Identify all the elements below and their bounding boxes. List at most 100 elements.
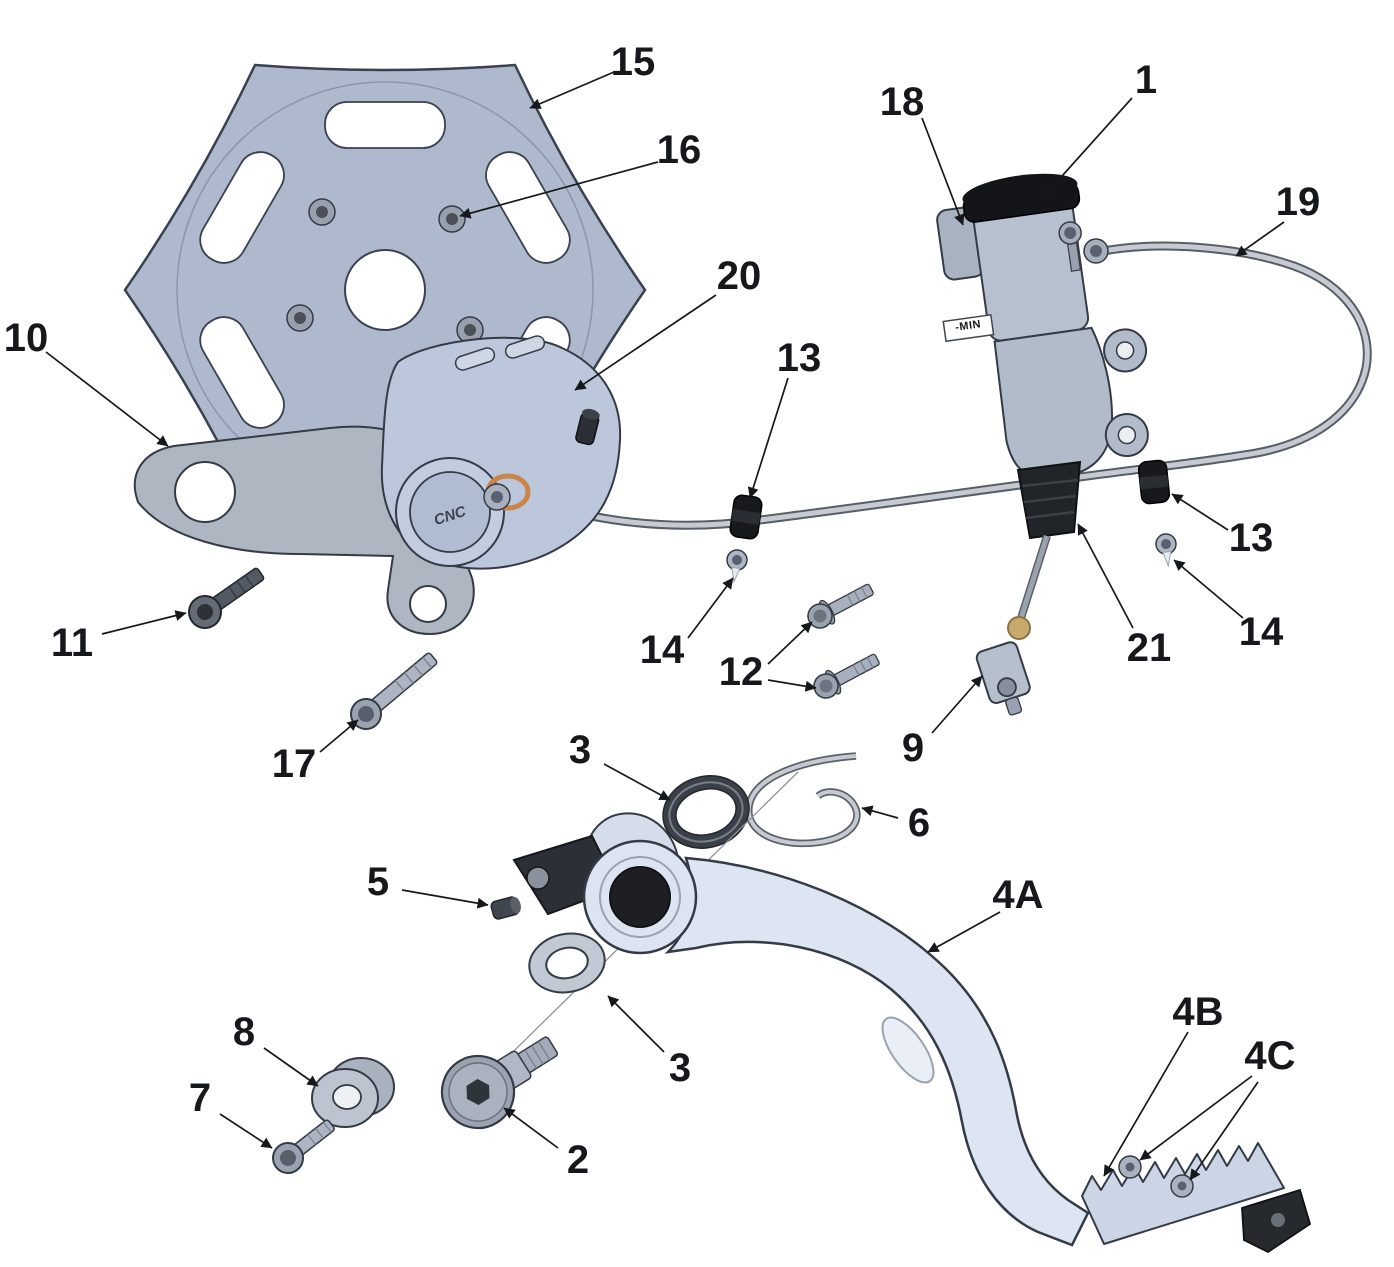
callout-19: 19 [1235, 180, 1321, 257]
callout-20: 20 [574, 254, 762, 391]
callout-label-4B: 4B [1172, 990, 1223, 1034]
master-cylinder-lower-body [993, 326, 1114, 480]
caliper-mount-bolt [188, 567, 265, 629]
pedal-pivot-bore [609, 866, 671, 928]
callout-17: 17 [272, 719, 359, 786]
callout-3-upper: 3 [569, 728, 671, 801]
callout-label-15: 15 [611, 40, 656, 84]
pushrod [1007, 534, 1051, 640]
pedal-tip-end-plate [1241, 1188, 1312, 1254]
callout-21: 21 [1077, 523, 1172, 670]
callout-label-7: 7 [189, 1076, 211, 1120]
callout-11: 11 [51, 610, 187, 665]
callout-14-right: 14 [1173, 559, 1284, 654]
callout-label-3-upper: 3 [569, 728, 591, 772]
callout-label-21: 21 [1127, 626, 1172, 670]
master-cylinder: -MIN [936, 173, 1149, 480]
reservoir-bolt [1058, 221, 1082, 272]
callout-label-14-left: 14 [640, 628, 685, 672]
pivot-bushing [311, 1057, 395, 1128]
callout-label-2: 2 [567, 1138, 589, 1182]
callouts: 15 16 18 1 19 10 20 13 [4, 40, 1321, 1182]
pedal-arm [664, 856, 1090, 1247]
callout-4A: 4A [927, 873, 1044, 953]
clevis [975, 641, 1031, 716]
clamp-screw-right [1154, 532, 1179, 568]
callout-9: 9 [902, 675, 983, 770]
callout-5: 5 [367, 860, 489, 909]
callout-label-1: 1 [1135, 58, 1157, 102]
callout-label-18: 18 [880, 80, 925, 124]
mount-ear-bottom [1104, 413, 1149, 458]
callout-label-6: 6 [908, 801, 930, 845]
disc-center-hole [344, 249, 426, 331]
callout-7: 7 [189, 1076, 273, 1149]
callout-13-right: 13 [1171, 493, 1274, 560]
pivot-washer [528, 932, 606, 994]
bracket-lower-hole [409, 585, 447, 623]
bleed-screw [575, 408, 600, 446]
banjo-fitting-master [1083, 238, 1109, 264]
callout-2: 2 [503, 1107, 589, 1182]
disc-bolt [438, 205, 466, 233]
callout-label-3-lower: 3 [669, 1046, 691, 1090]
callout-label-19: 19 [1276, 180, 1321, 224]
pedal-arm-slot [881, 1016, 935, 1084]
disc-bolt [308, 198, 336, 226]
callout-3-lower: 3 [607, 995, 691, 1090]
callout-8: 8 [233, 1010, 319, 1087]
callout-label-5: 5 [367, 860, 389, 904]
svg-text:-MIN: -MIN [955, 318, 982, 333]
socket-head-bolt-short [272, 1119, 335, 1174]
pivot-bolt [440, 1036, 559, 1130]
min-level-tag: -MIN [942, 313, 995, 343]
callout-label-11: 11 [51, 621, 93, 665]
callout-1: 1 [1044, 58, 1157, 196]
brake-pedal [512, 812, 1312, 1254]
callout-label-4A: 4A [992, 873, 1043, 917]
callout-6: 6 [861, 801, 930, 845]
callout-13-left: 13 [747, 336, 822, 499]
caliper-pad-pin [454, 347, 496, 371]
piston-plug [483, 483, 511, 511]
callout-14-left: 14 [640, 577, 734, 672]
disc-bolt [286, 304, 314, 332]
callout-label-13-right: 13 [1229, 516, 1274, 560]
hose-clamp-right [1137, 458, 1171, 506]
return-spring [745, 752, 861, 848]
mount-ear-top [1103, 328, 1148, 373]
callout-label-20: 20 [717, 254, 762, 298]
callout-label-4C: 4C [1244, 1034, 1295, 1078]
callout-label-14-right: 14 [1239, 610, 1284, 654]
callout-4C: 4C [1139, 1034, 1296, 1181]
callout-10: 10 [4, 316, 169, 447]
adjuster-nut [1007, 616, 1031, 640]
callout-label-8: 8 [233, 1010, 255, 1054]
bracket-axle-hole [174, 461, 236, 523]
callout-label-10: 10 [4, 316, 49, 360]
clamp-screw-left [723, 547, 750, 584]
callout-label-13-left: 13 [777, 336, 822, 380]
callout-label-16: 16 [657, 128, 702, 172]
tip-screw [1118, 1155, 1142, 1179]
callout-4B: 4B [1103, 990, 1224, 1177]
tip-screw [1170, 1174, 1194, 1198]
flange-bolt [802, 576, 879, 634]
callout-18: 18 [880, 80, 965, 226]
callout-label-17: 17 [272, 742, 317, 786]
flange-bolt [808, 646, 885, 704]
callout-16: 16 [459, 128, 702, 219]
socket-head-bolt-long [350, 652, 438, 730]
callout-label-9: 9 [902, 726, 924, 770]
callout-label-12: 12 [719, 650, 764, 694]
hose-clamp-left [728, 493, 764, 541]
brake-caliper: CNC [380, 335, 622, 570]
callout-12: 12 [719, 621, 817, 694]
callout-15: 15 [529, 40, 656, 109]
roll-pin [490, 896, 521, 920]
pivot-seal [662, 775, 750, 849]
caliper-pad-pin [504, 335, 546, 359]
brake-hose [532, 238, 1372, 530]
